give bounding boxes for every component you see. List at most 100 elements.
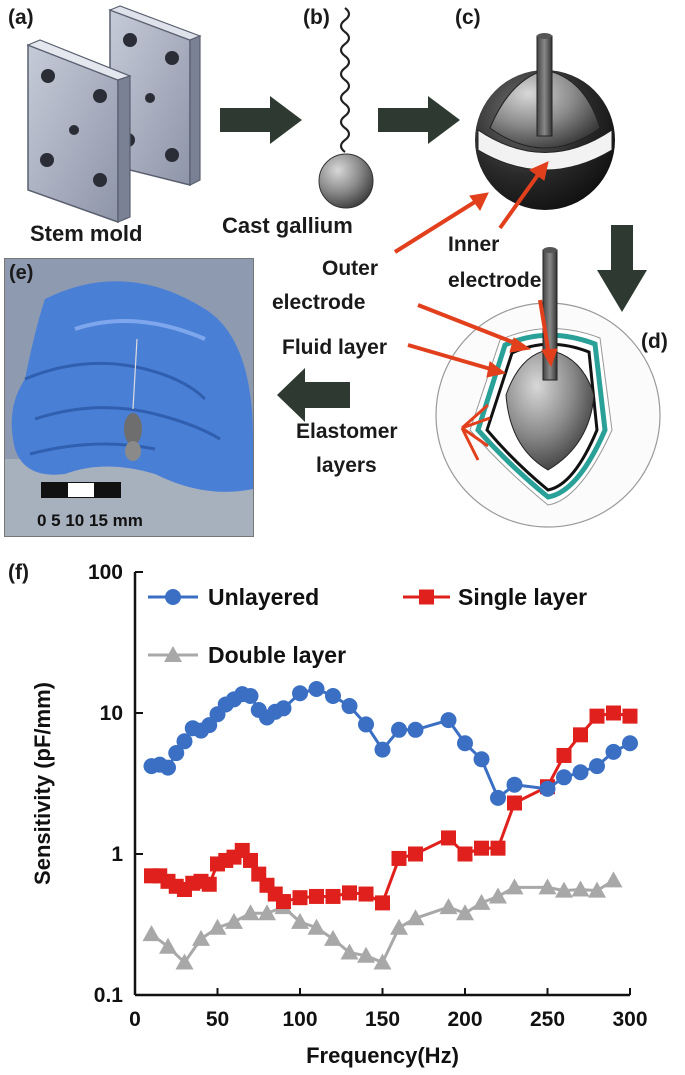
data-point-double-layer <box>208 918 227 935</box>
data-point-unlayered <box>308 680 325 697</box>
data-point-double-layer <box>406 909 425 926</box>
legend-marker <box>164 646 182 662</box>
data-point-single-layer <box>309 888 324 904</box>
data-point-single-layer <box>391 850 407 866</box>
data-point-double-layer <box>456 904 474 921</box>
data-point-double-layer <box>472 893 491 910</box>
data-point-unlayered <box>160 759 176 776</box>
legend-marker <box>419 589 434 605</box>
data-point-double-layer <box>390 918 408 935</box>
x-axis-title: Frequency(Hz) <box>306 1043 459 1068</box>
x-tick-label: 300 <box>612 1008 647 1031</box>
outer-electrode-label-line1: Outer <box>322 257 379 280</box>
x-tick-label: 250 <box>530 1008 565 1031</box>
annotation-arrows <box>393 161 558 461</box>
data-point-double-layer <box>324 929 342 946</box>
data-point-double-layer <box>225 912 243 929</box>
data-point-double-layer <box>307 918 326 935</box>
data-point-unlayered <box>605 743 622 760</box>
inner-electrode-label-line1: Inner <box>448 233 500 256</box>
data-point-unlayered <box>341 698 358 715</box>
data-point-unlayered <box>473 751 490 768</box>
data-point-unlayered <box>457 735 473 752</box>
data-point-unlayered <box>201 717 218 734</box>
arrow-left-icon <box>277 368 350 422</box>
data-point-double-layer <box>291 912 309 929</box>
data-point-single-layer <box>441 830 456 846</box>
data-point-unlayered <box>440 712 457 729</box>
data-point-unlayered <box>374 741 391 758</box>
data-point-double-layer <box>258 904 276 921</box>
data-point-unlayered <box>391 721 407 738</box>
data-point-unlayered <box>572 764 589 781</box>
data-point-unlayered <box>622 735 638 752</box>
fluid-layer-label: Fluid layer <box>282 336 388 359</box>
y-tick-label: 10 <box>100 702 123 725</box>
data-point-unlayered <box>506 776 523 793</box>
data-point-unlayered <box>556 769 572 786</box>
data-point-double-layer <box>538 878 557 895</box>
data-point-single-layer <box>573 727 588 743</box>
elastomer-label-line2: layers <box>316 454 377 477</box>
data-point-double-layer <box>241 904 260 921</box>
panel-label-b: (b) <box>303 6 330 29</box>
data-point-unlayered <box>168 745 185 762</box>
cast-gallium-illustration <box>318 7 374 209</box>
stem-mold-caption: Stem mold <box>30 221 143 246</box>
data-point-unlayered <box>358 716 374 733</box>
data-point-single-layer <box>457 846 473 862</box>
x-tick-label: 0 <box>129 1008 141 1031</box>
data-point-double-layer <box>555 881 573 898</box>
data-point-unlayered <box>589 758 605 775</box>
data-point-double-layer <box>439 898 458 915</box>
inner-electrode-label-line2: electrode <box>448 269 542 292</box>
data-point-unlayered <box>292 685 308 702</box>
data-point-single-layer <box>490 840 506 856</box>
x-tick-label: 50 <box>206 1008 229 1031</box>
data-point-single-layer <box>358 886 374 902</box>
data-point-single-layer <box>292 890 308 906</box>
y-axis-title: Sensitivity (pF/mm) <box>30 682 55 885</box>
legend-label: Unlayered <box>208 584 319 610</box>
inner-electrode-sphere <box>475 33 615 210</box>
data-point-single-layer <box>507 795 522 811</box>
data-point-single-layer <box>606 705 621 721</box>
data-point-double-layer <box>340 943 359 960</box>
data-point-unlayered <box>176 733 193 750</box>
data-point-double-layer <box>192 929 210 946</box>
outer-electrode-label-line2: electrode <box>272 291 366 314</box>
arrow-right-icon <box>378 96 460 144</box>
arrow-right-icon <box>220 96 302 144</box>
data-point-single-layer <box>201 876 217 892</box>
cast-gallium-caption: Cast gallium <box>222 213 353 238</box>
data-point-unlayered <box>275 700 292 717</box>
data-point-unlayered <box>325 687 341 704</box>
data-point-double-layer <box>175 953 194 970</box>
data-point-single-layer <box>375 895 390 911</box>
data-point-single-layer <box>325 888 341 904</box>
data-point-double-layer <box>588 881 606 898</box>
panel-label-e: (e) <box>9 262 34 284</box>
data-point-single-layer <box>408 846 423 862</box>
y-tick-label: 1 <box>111 843 123 866</box>
data-point-double-layer <box>489 887 507 904</box>
data-point-double-layer <box>373 953 392 970</box>
data-point-double-layer <box>604 871 623 888</box>
elastomer-label-line1: Elastomer <box>296 420 398 443</box>
data-point-single-layer <box>622 708 638 724</box>
x-tick-label: 100 <box>282 1008 317 1031</box>
y-tick-label: 0.1 <box>94 984 124 1007</box>
data-point-double-layer <box>159 937 177 954</box>
data-point-single-layer <box>556 747 572 763</box>
data-point-double-layer <box>571 880 590 897</box>
data-point-unlayered <box>539 780 556 797</box>
stem-mold-illustration <box>26 5 202 224</box>
data-point-unlayered <box>407 721 424 738</box>
data-point-single-layer <box>474 840 489 856</box>
data-point-single-layer <box>243 852 258 868</box>
glove-photo: (e) 0 5 10 15 mm <box>4 258 254 537</box>
legend-marker <box>165 589 181 605</box>
legend-label: Single layer <box>458 584 587 610</box>
